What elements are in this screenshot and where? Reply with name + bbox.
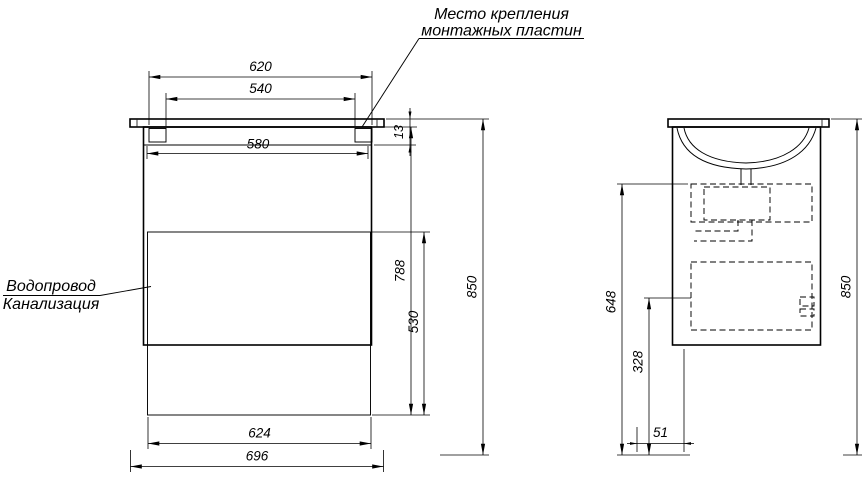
dim-540: 540: [165, 81, 356, 126]
mounting-callout-line1: Место крепления: [434, 6, 569, 23]
dim-51: 51: [627, 349, 694, 452]
dim-text-51: 51: [653, 425, 668, 440]
dim-text-530: 530: [406, 310, 421, 333]
side-view: [617, 118, 830, 456]
dim-850-side: 850: [831, 118, 862, 456]
callout-leader-line: [99, 286, 152, 296]
front-view: [129, 118, 385, 416]
dim-text-624: 624: [248, 426, 271, 441]
waste-pipe-upper: [694, 220, 739, 232]
dim-text-13: 13: [392, 125, 406, 139]
dim-text-696: 696: [246, 449, 269, 464]
callout-leader-line: [361, 38, 420, 128]
siphon-trap-hidden: [703, 186, 771, 221]
cabinet-side-outline: [671, 126, 822, 346]
upper-drawer-hidden: [690, 183, 813, 223]
arrow: [630, 442, 637, 445]
dim-text-580: 580: [247, 137, 270, 152]
dim-text-788: 788: [393, 259, 408, 282]
waste-pipe-lower: [694, 220, 753, 242]
countertop-side: [667, 118, 830, 128]
dim-328: 328: [631, 297, 691, 455]
plumbing-service-zone-hatch: [147, 231, 371, 416]
dim-530: 530: [372, 231, 430, 415]
slide-bracket-lower: [799, 308, 815, 317]
slide-bracket-upper: [799, 296, 815, 307]
plumbing-callout: Водопровод Канализация: [3, 278, 152, 313]
dim-text-648: 648: [604, 290, 619, 313]
dim-788: 788: [372, 126, 430, 416]
plumbing-callout-line2: Канализация: [3, 296, 100, 313]
dim-696: 696: [130, 449, 384, 472]
sink-bowl-inner: [683, 127, 810, 164]
mounting-plate-right: [354, 128, 373, 143]
dim-648: 648: [604, 183, 688, 455]
sink-bowl-outer: [676, 127, 817, 170]
mounting-plates-callout: Место крепления монтажных пластин: [361, 6, 584, 128]
dim-620: 620: [148, 59, 373, 125]
dim-text-850-front: 850: [465, 275, 480, 298]
mounting-callout-line2: монтажных пластин: [421, 23, 582, 40]
dim-text-328: 328: [631, 350, 646, 373]
dim-text-540: 540: [249, 81, 272, 96]
lower-drawer-hidden: [690, 261, 813, 331]
countertop-front: [129, 118, 385, 128]
dim-text-620: 620: [249, 59, 272, 74]
cabinet-front-outline: [142, 126, 373, 346]
dim-text-850-side: 850: [839, 275, 854, 298]
dim-850-front: 850: [386, 118, 489, 456]
plumbing-callout-line1: Водопровод: [6, 278, 96, 295]
arrow: [684, 442, 691, 445]
dim-13: 13: [374, 108, 416, 156]
dim-580: 580: [146, 137, 369, 159]
mounting-plate-left: [148, 128, 167, 143]
dim-624: 624: [147, 417, 372, 449]
arrow: [408, 111, 412, 119]
